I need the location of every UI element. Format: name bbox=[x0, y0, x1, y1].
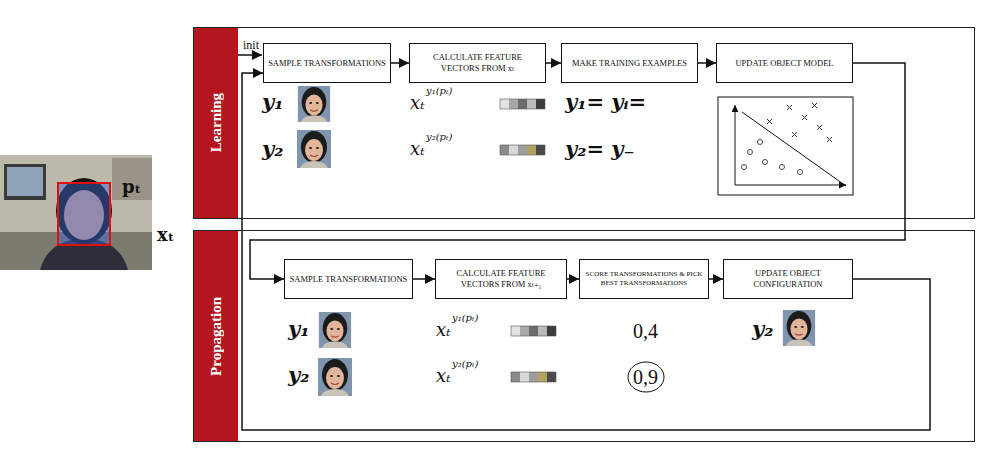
process-box: UPDATE OBJECT MODEL bbox=[716, 43, 853, 83]
init-arrow bbox=[238, 54, 262, 56]
sample-thumbnail bbox=[318, 358, 352, 396]
feature-superscript: y₁(pₜ) bbox=[426, 86, 452, 96]
stage-band: Propagation bbox=[194, 231, 238, 441]
flow-arrow bbox=[567, 278, 579, 280]
plot-frame bbox=[718, 97, 853, 195]
feature-symbol: xₜ bbox=[436, 367, 451, 385]
frame-background bbox=[0, 155, 152, 270]
classifier-plot bbox=[718, 97, 853, 195]
process-box: UPDATE OBJECT CONFIGURATION bbox=[723, 259, 853, 299]
feature-symbol: xₜ bbox=[410, 94, 425, 112]
sample-thumbnail bbox=[298, 86, 330, 122]
feature-vector bbox=[511, 372, 556, 382]
flow-arrow bbox=[250, 63, 905, 279]
sample-circle bbox=[780, 165, 785, 170]
process-box: CALCULATE FEATURE VECTORS FROM xₜ bbox=[409, 43, 546, 83]
sample-symbol: y₁ bbox=[262, 91, 283, 112]
flow-arrow bbox=[546, 62, 561, 64]
step-text: SAMPLE TRANSFORMATIONS bbox=[268, 58, 386, 69]
flow-arrow bbox=[698, 62, 716, 64]
feature-vector-frame bbox=[500, 99, 545, 109]
stage-band: Learning bbox=[194, 28, 238, 218]
training-label: y₂= y₋ bbox=[565, 138, 635, 159]
flow-arrow bbox=[391, 62, 409, 64]
position-symbol: pₜ bbox=[122, 178, 141, 196]
sample-symbol: y₂ bbox=[262, 138, 283, 159]
sample-circle bbox=[758, 140, 763, 145]
plot-axis bbox=[735, 185, 846, 186]
process-box: CALCULATE FEATURE VECTORS FROM xₜ₊₁ bbox=[435, 259, 567, 299]
step-text: UPDATE OBJECT MODEL bbox=[735, 58, 833, 69]
frame-symbol: xₜ bbox=[157, 226, 174, 244]
result-thumbnail bbox=[783, 310, 815, 346]
flow-arrow bbox=[242, 73, 930, 430]
stage-title: Learning bbox=[208, 93, 225, 152]
score-value: 0,9 bbox=[633, 367, 658, 387]
best-score-ring bbox=[628, 362, 664, 392]
process-box: MAKE TRAINING EXAMPLES bbox=[561, 43, 698, 83]
plot-axis bbox=[735, 105, 736, 185]
feature-symbol: xₜ bbox=[410, 140, 425, 158]
training-label: y₁= yᵢ= bbox=[565, 91, 646, 112]
shelf bbox=[112, 158, 152, 200]
stage-panel: SAMPLE TRANSFORMATIONS CALCULATE FEATURE … bbox=[193, 27, 975, 219]
step-text: MAKE TRAINING EXAMPLES bbox=[572, 58, 687, 69]
feature-superscript: y₂(pₜ) bbox=[426, 132, 452, 142]
tracking-box bbox=[58, 183, 110, 245]
step-text: SCORE TRANSFORMATIONS & PICK BEST TRANSF… bbox=[583, 270, 705, 288]
step-text: CALCULATE FEATURE VECTORS FROM xₜ₊₁ bbox=[439, 268, 563, 289]
feature-vector bbox=[511, 326, 556, 336]
step-text: SAMPLE TRANSFORMATIONS bbox=[290, 274, 408, 285]
sample-thumbnail bbox=[319, 312, 351, 348]
negative-samples bbox=[742, 140, 803, 175]
flow-arrow bbox=[709, 278, 723, 280]
process-box: SAMPLE TRANSFORMATIONS bbox=[263, 43, 391, 83]
feature-vector-frame bbox=[511, 326, 556, 336]
sample-circle bbox=[748, 150, 753, 155]
feature-superscript: y₂(pₜ) bbox=[452, 359, 478, 369]
sample-symbol: y₁ bbox=[288, 318, 309, 339]
feature-superscript: y₁(pₜ) bbox=[452, 313, 478, 323]
monitor bbox=[4, 164, 46, 200]
positive-samples bbox=[767, 103, 832, 142]
stage-title: Propagation bbox=[208, 297, 225, 376]
feature-vector-frame bbox=[511, 372, 556, 382]
stage-panel: SAMPLE TRANSFORMATIONS CALCULATE FEATURE … bbox=[193, 230, 975, 442]
sample-circle bbox=[763, 160, 768, 165]
init-label: init bbox=[243, 39, 259, 51]
video-frame bbox=[0, 155, 152, 270]
feature-symbol: xₜ bbox=[436, 321, 451, 339]
step-text: UPDATE OBJECT CONFIGURATION bbox=[727, 268, 849, 289]
sample-thumbnail bbox=[297, 130, 331, 168]
sample-circle bbox=[742, 165, 747, 170]
flow-arrow bbox=[413, 278, 435, 280]
process-box: SAMPLE TRANSFORMATIONS bbox=[284, 259, 413, 299]
step-text: CALCULATE FEATURE VECTORS FROM xₜ bbox=[413, 52, 542, 73]
monitor-screen bbox=[7, 167, 43, 196]
person-hair bbox=[56, 178, 112, 244]
process-box: SCORE TRANSFORMATIONS & PICK BEST TRANSF… bbox=[579, 259, 709, 299]
score-value: 0,4 bbox=[633, 321, 658, 341]
feature-vector bbox=[500, 99, 545, 109]
sample-circle bbox=[798, 170, 803, 175]
feature-vector-frame bbox=[500, 145, 545, 155]
decision-boundary bbox=[742, 112, 846, 186]
sample-symbol: y₂ bbox=[288, 364, 309, 385]
feature-vector bbox=[500, 145, 545, 155]
result-symbol: y₂ bbox=[752, 318, 773, 339]
